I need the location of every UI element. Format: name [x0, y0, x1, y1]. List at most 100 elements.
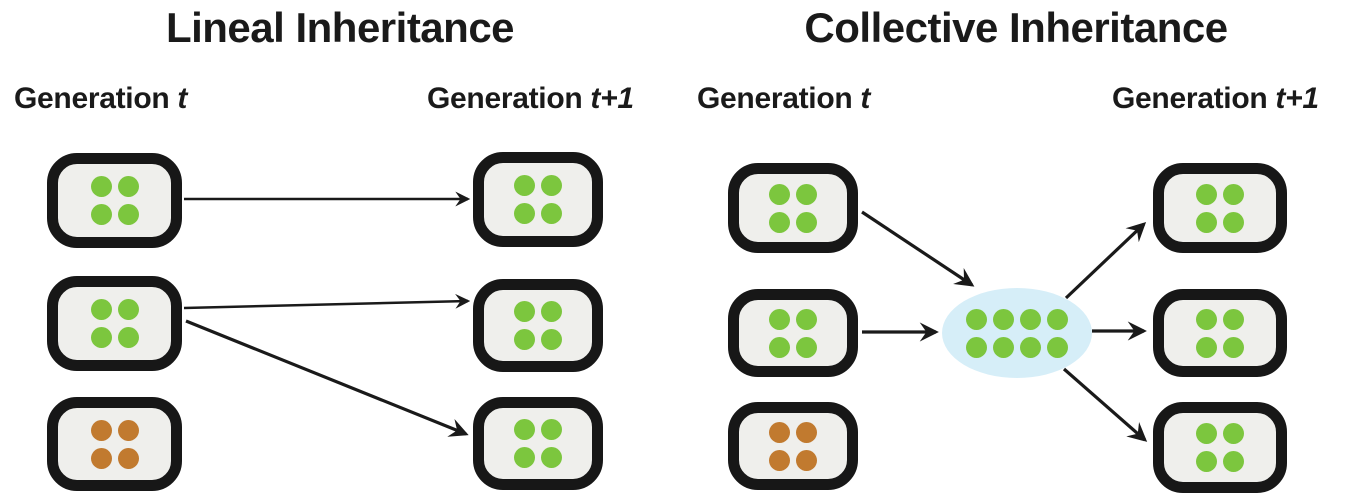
trait-dot: [90, 447, 112, 469]
header-variable: t: [177, 82, 188, 115]
trait-dot: [769, 308, 790, 330]
collective-gen-t1-box-1: [1153, 163, 1287, 253]
lineal-gen-t1-box-2: [473, 279, 603, 372]
trait-dot: [769, 336, 790, 358]
trait-dot: [966, 308, 987, 330]
collective-panel-title: Collective Inheritance: [804, 4, 1228, 51]
collective-gen-t-box-3: [728, 402, 858, 490]
trait-dot: [796, 336, 817, 358]
arrow-lineal-parent2-to-child2: [183, 293, 471, 310]
arrow-collective-pool-to-child3: [1062, 367, 1148, 442]
trait-dot: [796, 183, 817, 205]
header-text: Generation: [697, 82, 853, 115]
trait-dot: [117, 176, 139, 197]
trait-dot: [1196, 211, 1217, 233]
trait-dot: [514, 419, 535, 440]
trait-dot: [1196, 308, 1217, 330]
trait-dot: [1196, 336, 1217, 358]
collective-generation-t1-header: Generation t+1: [1112, 82, 1319, 116]
trait-dot: [1047, 336, 1068, 358]
header-text: Generation: [427, 82, 583, 115]
trait-dot: [1223, 183, 1244, 205]
lineal-gen-t-box-1: [47, 153, 182, 248]
trait-dots-grid: [514, 175, 562, 224]
collective-gen-t-box-1: [728, 163, 858, 253]
trait-dot: [1196, 451, 1217, 472]
trait-dot: [1223, 336, 1244, 358]
trait-dots-grid: [769, 308, 817, 358]
trait-dots-grid: [90, 419, 139, 469]
lineal-gen-t1-box-3: [473, 397, 603, 490]
trait-dots-grid: [1196, 308, 1244, 358]
collective-generation-t-header: Generation t: [697, 82, 870, 116]
trait-dot: [1223, 308, 1244, 330]
trait-dot: [993, 308, 1014, 330]
trait-dot: [117, 204, 139, 225]
trait-dots-grid: [1196, 423, 1244, 472]
trait-dot: [90, 419, 112, 441]
trait-dot: [541, 301, 562, 322]
trait-dot: [117, 327, 139, 348]
header-variable: t+1: [1275, 82, 1319, 115]
header-text: Generation: [14, 82, 170, 115]
lineal-gen-t-box-2: [47, 276, 182, 371]
lineal-gen-t-box-3: [47, 397, 182, 491]
arrow-collective-pool-to-child1: [1064, 222, 1147, 300]
trait-dot: [769, 421, 790, 443]
lineal-gen-t1-box-1: [473, 152, 603, 247]
trait-dot: [514, 203, 535, 224]
arrow-collective-parent1-to-pool: [861, 210, 975, 287]
trait-dot: [90, 299, 112, 320]
header-text: Generation: [1112, 82, 1268, 115]
trait-dot: [541, 447, 562, 468]
lineal-panel-title: Lineal Inheritance: [165, 4, 515, 51]
trait-dot: [769, 211, 790, 233]
trait-dot: [514, 329, 535, 350]
trait-dots-grid: [769, 421, 817, 471]
trait-dot: [796, 421, 817, 443]
lineal-generation-t-header: Generation t: [14, 82, 187, 116]
arrow-lineal-parent2-to-child3: [185, 319, 469, 437]
trait-dot: [1047, 308, 1068, 330]
trait-dot: [90, 176, 112, 197]
trait-dot: [769, 449, 790, 471]
collective-gen-t1-box-2: [1153, 289, 1287, 377]
lineal-generation-t1-header: Generation t+1: [427, 82, 634, 116]
trait-dot: [541, 203, 562, 224]
trait-dot: [117, 447, 139, 469]
trait-dot: [90, 327, 112, 348]
trait-dots-grid: [90, 176, 139, 225]
trait-dot: [541, 419, 562, 440]
trait-dot: [1223, 451, 1244, 472]
trait-dots-grid: [769, 183, 817, 233]
trait-dot: [1223, 211, 1244, 233]
trait-dot: [1223, 423, 1244, 444]
collective-gen-t-box-2: [728, 289, 858, 377]
collective-gen-t1-box-3: [1153, 402, 1287, 493]
trait-dot: [117, 419, 139, 441]
trait-dot: [1020, 336, 1041, 358]
trait-dot: [796, 449, 817, 471]
trait-dot: [117, 299, 139, 320]
header-variable: t: [860, 82, 871, 115]
trait-dots-grid: [90, 299, 139, 348]
header-variable: t+1: [590, 82, 634, 115]
trait-dot: [796, 211, 817, 233]
trait-dots-grid: [514, 301, 562, 350]
trait-dot: [514, 175, 535, 196]
trait-dot: [769, 183, 790, 205]
trait-dot: [541, 329, 562, 350]
trait-dots-grid: [1196, 183, 1244, 233]
trait-dot: [1020, 308, 1041, 330]
trait-dot: [514, 301, 535, 322]
gene-pool-ellipse: [942, 288, 1092, 378]
trait-dots-grid: [966, 308, 1068, 358]
trait-dot: [796, 308, 817, 330]
trait-dot: [1196, 183, 1217, 205]
trait-dot: [90, 204, 112, 225]
trait-dot: [966, 336, 987, 358]
trait-dot: [993, 336, 1014, 358]
trait-dots-grid: [514, 419, 562, 468]
trait-dot: [514, 447, 535, 468]
